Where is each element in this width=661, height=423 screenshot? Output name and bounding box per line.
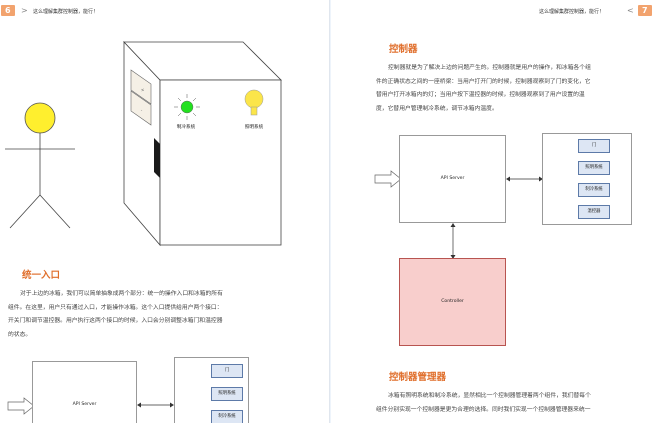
bidirectional-arrow-icon [137, 402, 174, 408]
api-server-label: API Server [72, 402, 97, 407]
component-cooling: 制冷系统 [578, 183, 610, 197]
input-arrow-icon [374, 170, 402, 188]
paragraph-line: 控制器就是为了解决上边的问题产生的。控制器就是用户的操作，和冰箱各个组 [388, 65, 591, 71]
vertical-bidirectional-arrow-icon [450, 223, 456, 259]
paragraph-line: 替用户打开冰箱内的灯；当用户按下温控器的时候，控制器观察到了用户设置的温 [376, 92, 585, 99]
light-bulb-icon [244, 89, 264, 116]
paragraph-line: 度，它替用户管理制冷系统，调节冰箱内温度。 [376, 106, 498, 113]
paragraph-line: 组件分别实现一个控制器是更为合理的选择。同时我们实现一个控制器管理器来统一 [376, 406, 591, 413]
api-server-label: API Server [440, 176, 465, 181]
page-number-badge: 7 [638, 5, 652, 16]
left-page-header: 6 > 这么理解集群控制器，能行！ [0, 0, 329, 20]
user-stick-figure-icon [5, 102, 75, 229]
chevron-right-icon[interactable]: > [21, 6, 28, 15]
component-door: 门 [578, 139, 610, 153]
svg-text:+: + [139, 87, 146, 94]
section-heading-unified-entry: 统一入口 [22, 270, 61, 281]
header-title: 这么理解集群控制器，能行！ [539, 9, 605, 15]
controller-manager-paragraph: 冰箱有照明系统和制冷系统，显然相比一个控制器管理着两个组件，我们替每个 组件分别… [376, 390, 651, 417]
paragraph-line: 对于上边的冰箱，我们可以简单抽象成两个部分：统一的操作入口和冰箱的所有 [20, 291, 223, 297]
controller-paragraph: 控制器就是为了解决上边的问题产生的。控制器就是用户的操作，和冰箱各个组 件的正确… [376, 62, 651, 117]
api-server-box: API Server [399, 135, 506, 223]
header-title: 这么理解集群控制器，能行！ [33, 9, 99, 15]
section-heading-controller: 控制器 [389, 44, 418, 55]
paragraph-line: 件的正确状态之间的一座桥梁：当用户打开门的时候，控制器观察到了门的变化，它 [376, 78, 591, 85]
led-indicator-icon [174, 94, 200, 120]
component-lighting: 照明系统 [578, 161, 610, 175]
input-arrow-icon [7, 397, 35, 415]
unified-entry-paragraph: 对于上边的冰箱，我们可以简单抽象成两个部分：统一的操作入口和冰箱的所有 组件。在… [8, 288, 322, 343]
lighting-system-label: 照明系统 [244, 125, 264, 130]
components-container: 门 照明系统 制冷系统 温控器 [542, 133, 632, 225]
fridge-illustration: + - [123, 40, 282, 247]
right-page-header: 这么理解集群控制器，能行！ < 7 [331, 0, 661, 20]
controller-box: Controller [399, 258, 506, 346]
svg-text:-: - [139, 108, 144, 114]
section-heading-controller-manager: 控制器管理器 [389, 372, 447, 383]
components-container: 门 照明系统 制冷系统 [174, 357, 249, 423]
paragraph-line: 组件。在这里，用户只有通过入口，才能操作冰箱。这个入口提供给用户两个接口： [8, 304, 223, 311]
right-page: 这么理解集群控制器，能行！ < 7 控制器 控制器就是为了解决上边的问题产生的。… [331, 0, 661, 423]
component-thermostat: 温控器 [578, 205, 610, 219]
cooling-system-label: 制冷系统 [176, 125, 196, 130]
paragraph-line: 开关门和调节温控器。用户执行这两个接口的时候，入口会分别调整冰箱门和温控器 [8, 318, 223, 325]
bidirectional-arrow-icon [506, 176, 543, 182]
paragraph-line: 冰箱有照明系统和制冷系统，显然相比一个控制器管理着两个组件，我们替每个 [388, 393, 591, 399]
component-cooling: 制冷系统 [211, 410, 243, 423]
component-lighting: 照明系统 [211, 387, 243, 401]
controller-label: Controller [441, 299, 464, 304]
api-server-box: API Server [32, 361, 137, 423]
page-number-badge: 6 [1, 5, 15, 16]
chevron-left-icon[interactable]: < [627, 6, 634, 15]
component-door: 门 [211, 364, 243, 378]
left-page: 6 > 这么理解集群控制器，能行！ + - 制冷系统 [0, 0, 330, 423]
paragraph-line: 的状态。 [8, 332, 32, 339]
